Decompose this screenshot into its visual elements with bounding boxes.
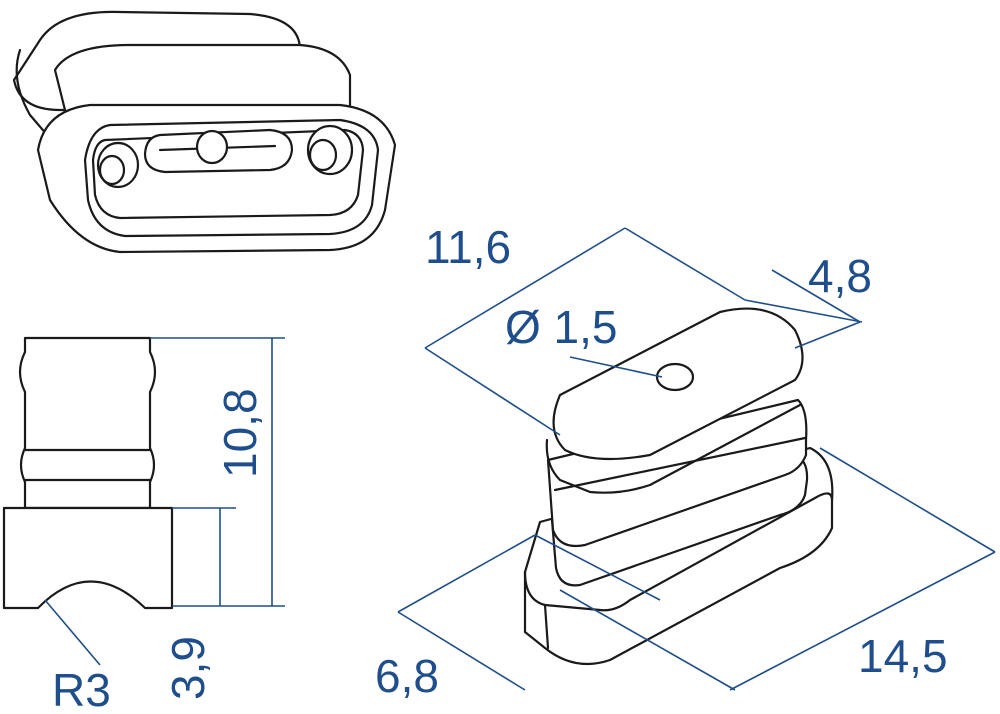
dim-line-length-top — [424, 227, 626, 349]
dim-line-width-top — [744, 299, 863, 323]
dim-ext-width-top-a — [771, 269, 861, 323]
dim-label-length-top: 11,6 — [425, 221, 511, 273]
dim-ext-width-base-b — [534, 534, 661, 601]
dim-leader-hole — [569, 356, 663, 378]
dim-ext-length-base-b — [819, 447, 996, 553]
perspective-view-front — [12, 10, 397, 254]
dim-label-base-height: 3,9 — [162, 636, 214, 700]
dim-label-radius: R3 — [52, 664, 111, 714]
dim-leader-radius — [44, 599, 101, 666]
dim-ext-length-top-b — [624, 227, 746, 301]
dim-ext-width-base-a — [397, 611, 526, 691]
dim-label-length-base: 14,5 — [858, 630, 948, 682]
perspective-view-dimensioned — [523, 307, 834, 666]
dim-ext-length-base-a — [559, 589, 736, 691]
dim-ext-length-top-a — [424, 347, 561, 436]
dim-label-width-top: 4,8 — [808, 250, 872, 302]
dim-label-side-height: 10,8 — [214, 388, 266, 478]
dim-ext-width-top-b — [794, 321, 861, 349]
side-view — [2, 336, 174, 610]
dim-label-hole-diameter: Ø 1,5 — [505, 301, 618, 353]
dim-label-width-base: 6,8 — [375, 650, 439, 702]
dim-line-width-base — [397, 534, 536, 613]
dim-line-length-base — [729, 551, 996, 691]
